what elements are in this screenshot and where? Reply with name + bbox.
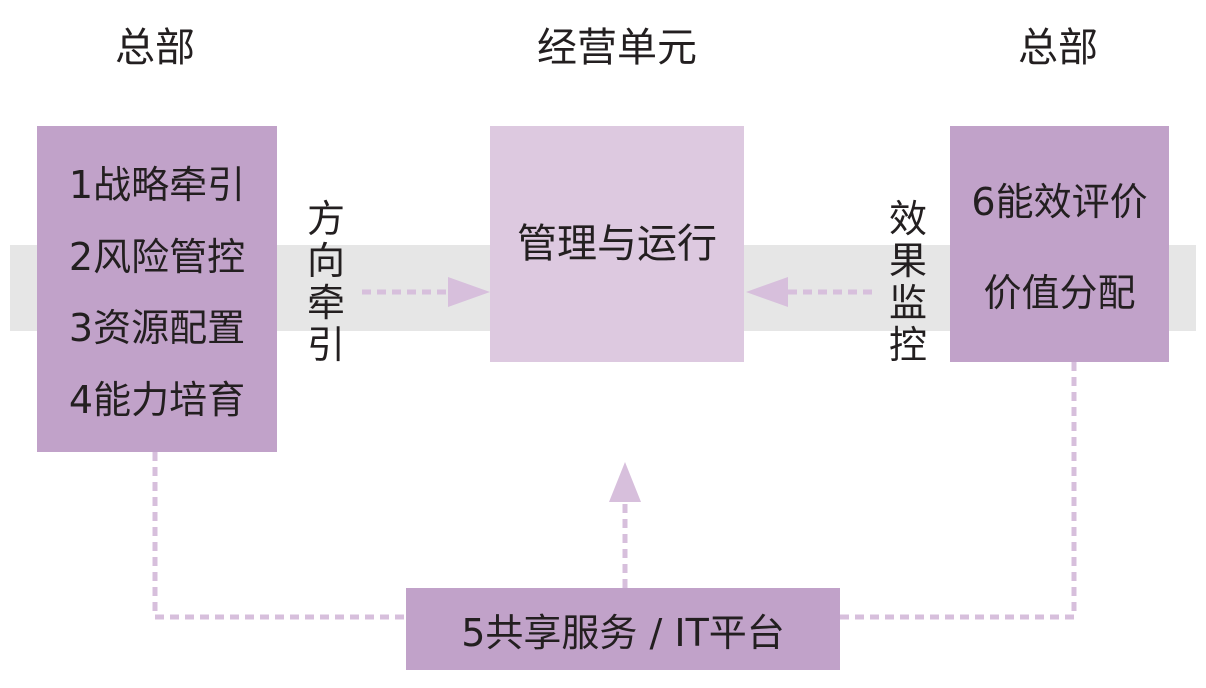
business-unit-box: 管理与运行 [490,126,744,362]
arrowhead-right-icon [448,277,490,307]
direction-guidance-label: 方向牵引 [306,197,345,367]
right-dotted-connector [840,362,1077,620]
arrowhead-left-icon [746,277,788,307]
shared-services-box: 5共享服务 / IT平台 [406,588,840,670]
function-item: 3资源配置 [68,306,246,351]
business-unit-label: 管理与运行 [517,221,717,267]
header-left: 总部 [115,25,195,71]
evaluation-item: 6能效评价 [971,180,1148,225]
shared-services-label: 5共享服务 / IT平台 [461,610,785,655]
function-item: 4能力培育 [68,377,246,422]
function-item: 2风险管控 [68,234,246,279]
headquarters-functions-box: 1战略牵引 2风险管控 3资源配置 4能力培育 [37,126,277,452]
effect-monitoring-label: 效果监控 [888,197,927,367]
arrowhead-up-icon [609,462,641,502]
header-center: 经营单元 [537,25,697,71]
left-dotted-connector [152,452,406,620]
header-right: 总部 [1018,25,1098,71]
evaluation-box: 6能效评价 价值分配 [950,126,1169,362]
function-item: 1战略牵引 [68,163,246,208]
evaluation-item: 价值分配 [983,270,1136,315]
